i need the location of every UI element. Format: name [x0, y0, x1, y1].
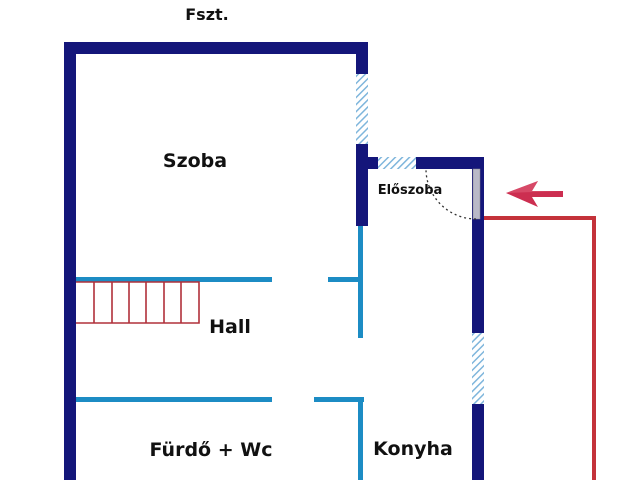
- outer-wall-eloszoba-top-right: [416, 157, 484, 169]
- outer-wall-left: [64, 42, 76, 480]
- outer-wall-szoba-right-upper: [356, 42, 368, 74]
- arrow-left-icon: [506, 181, 563, 207]
- window-szoba: [356, 74, 368, 144]
- room-label-konyha: Konyha: [373, 438, 453, 460]
- windows: [356, 74, 484, 404]
- outer-wall-szoba-right-lower: [356, 144, 368, 226]
- floor-label: Fszt.: [185, 5, 229, 24]
- inner-wall-vertical-upper: [358, 226, 363, 338]
- stair-outline: [76, 281, 200, 324]
- inner-wall-bath-top-left: [76, 397, 272, 402]
- room-label-furdo: Fürdő + Wc: [150, 439, 273, 461]
- window-konyha: [472, 333, 484, 404]
- room-label-hall: Hall: [209, 316, 251, 338]
- outer-wall-eloszoba-top-left: [356, 157, 378, 169]
- entrance-door: [425, 168, 481, 220]
- terrace-outline: [484, 216, 596, 480]
- room-label-szoba: Szoba: [163, 150, 227, 172]
- inner-wall-hall-top-right: [328, 277, 360, 282]
- outer-wall-right-lower: [472, 404, 484, 480]
- inner-walls: [76, 226, 364, 480]
- room-label-eloszoba: Előszoba: [378, 183, 443, 198]
- outer-walls: [64, 42, 484, 480]
- door-leaf: [472, 168, 481, 220]
- staircase: [76, 281, 200, 324]
- inner-wall-hall-top-left: [76, 277, 272, 282]
- inner-wall-vertical-lower: [358, 397, 363, 480]
- outer-wall-top: [64, 42, 368, 54]
- window-eloszoba: [378, 157, 416, 169]
- inner-wall-bath-top-right: [314, 397, 364, 402]
